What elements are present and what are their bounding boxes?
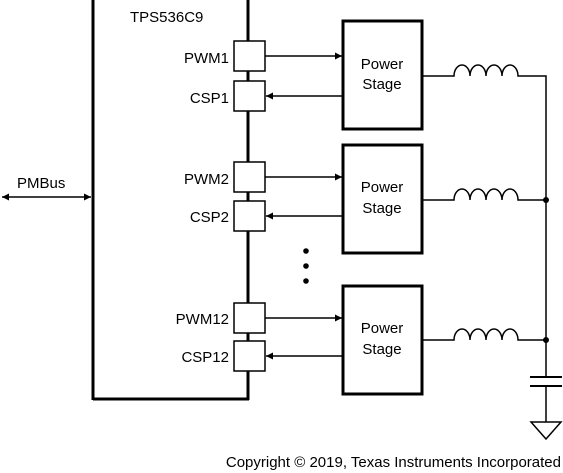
- inductor: [422, 64, 547, 200]
- pwm-pin: [233, 302, 266, 334]
- dot: [303, 278, 309, 284]
- ground-symbol: [529, 421, 563, 441]
- power-stage-label-line1: Power: [361, 56, 404, 73]
- inductor: [422, 328, 546, 341]
- channel-2: PWM2 CSP2 Power Stage: [184, 143, 546, 255]
- dot: [303, 263, 309, 269]
- pwm-pin: [233, 40, 266, 72]
- power-stage-box: [341, 19, 424, 131]
- csp-label: CSP2: [190, 209, 229, 226]
- inductor: [422, 188, 546, 201]
- csp-pin: [233, 80, 266, 112]
- pwm-label: PWM2: [184, 171, 229, 188]
- copyright-notice: Copyright © 2019, Texas Instruments Inco…: [226, 454, 561, 471]
- power-stage-box: [341, 284, 424, 396]
- pwm-pin: [233, 161, 266, 193]
- csp-label: CSP1: [190, 90, 229, 107]
- channel-1: PWM1 CSP1 Power Stage: [184, 19, 547, 200]
- junction-dot: [543, 337, 549, 343]
- power-stage-label-line2: Stage: [362, 200, 401, 217]
- pmbus-label: PMBus: [17, 175, 65, 192]
- power-stage-box: [341, 143, 424, 255]
- output-network: [529, 197, 563, 441]
- channel-12: PWM12 CSP12 Power Stage: [176, 284, 546, 396]
- power-stage-label-line2: Stage: [362, 341, 401, 358]
- pwm-label: PWM12: [176, 311, 229, 328]
- csp-pin: [233, 200, 266, 232]
- csp-pin: [233, 340, 266, 372]
- dot: [303, 248, 309, 254]
- csp-label: CSP12: [181, 349, 229, 366]
- chip-name: TPS536C9: [130, 9, 203, 26]
- ellipsis-dots: [303, 248, 309, 284]
- junction-dot: [543, 197, 549, 203]
- power-stage-label-line2: Stage: [362, 76, 401, 93]
- pwm-label: PWM1: [184, 50, 229, 67]
- power-stage-label-line1: Power: [361, 179, 404, 196]
- pmbus: PMBus: [2, 175, 91, 201]
- power-stage-label-line1: Power: [361, 320, 404, 337]
